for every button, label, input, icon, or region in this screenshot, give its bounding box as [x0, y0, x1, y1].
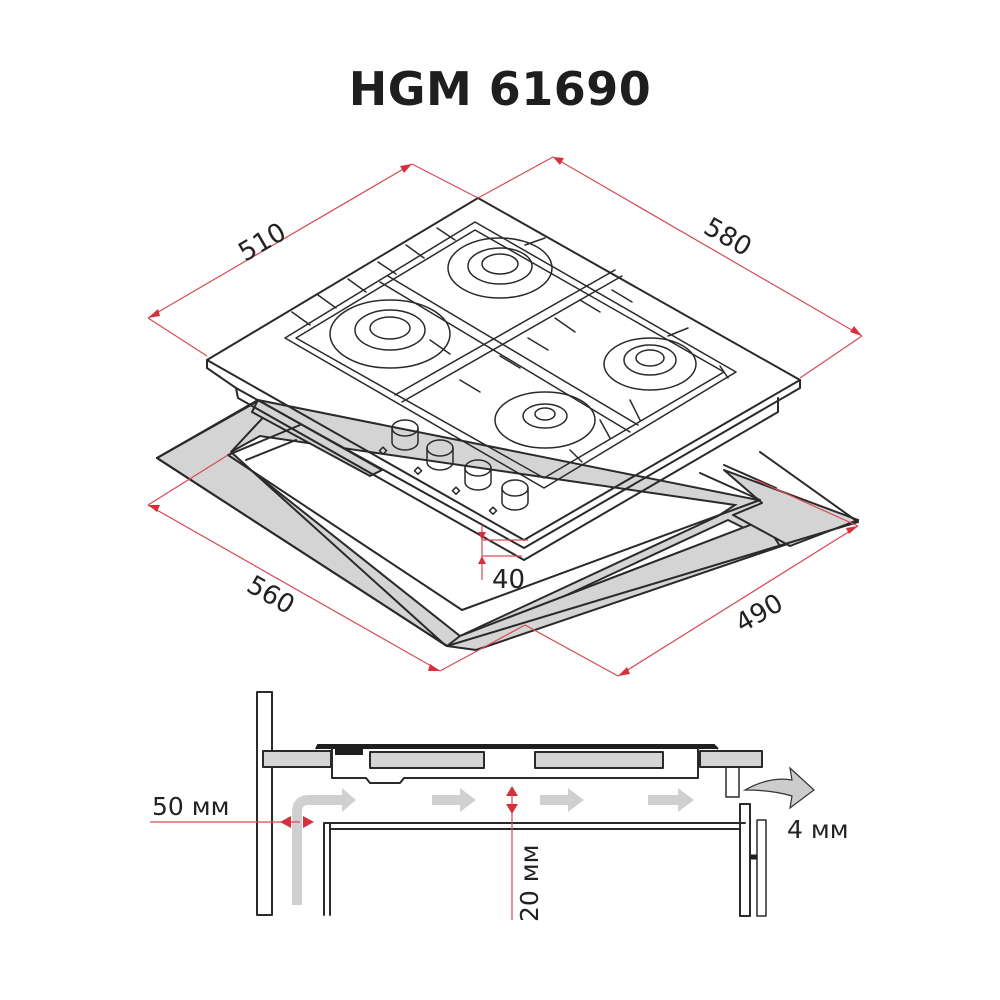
cross-section	[256, 691, 767, 917]
grate-pins	[291, 227, 729, 463]
hob-body	[206, 197, 801, 561]
dim-hob-height: 40	[492, 565, 525, 595]
burner-back	[447, 237, 553, 299]
section-dimensions	[150, 786, 518, 920]
control-knobs	[378, 419, 529, 515]
airflow-arrows	[292, 766, 815, 905]
dim-hob-width: 580	[699, 212, 757, 263]
burner-right	[603, 337, 697, 391]
label-under-gap: 20 мм	[515, 845, 544, 922]
burner-front	[494, 391, 596, 449]
dimension-lines	[147, 156, 863, 677]
burners	[329, 237, 697, 449]
label-wall-gap: 50 мм	[152, 792, 229, 821]
dim-cutout-width: 560	[242, 570, 300, 621]
knob-3[interactable]	[451, 459, 492, 495]
worktop-cutout	[156, 399, 859, 651]
knob-4[interactable]	[488, 479, 529, 515]
dim-hob-depth: 510	[234, 217, 292, 268]
model-title: HGM 61690	[348, 62, 652, 116]
dim-cutout-depth: 490	[731, 588, 789, 639]
vent-exit-arrow	[742, 766, 815, 810]
burner-left	[329, 299, 451, 369]
label-vent-gap: 4 мм	[787, 815, 849, 844]
knob-2[interactable]	[413, 439, 454, 475]
knob-1[interactable]	[378, 419, 419, 455]
